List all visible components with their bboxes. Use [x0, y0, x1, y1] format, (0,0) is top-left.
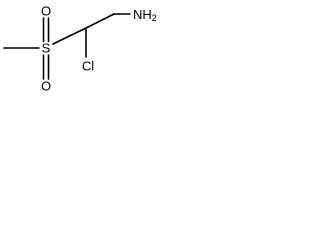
amine-atom-label: NH2 [133, 7, 157, 24]
oxygen-bottom-atom-label: O [41, 79, 51, 94]
chlorine-atom-label: Cl [82, 59, 94, 74]
chemical-structure-diagram: S O O Cl NH2 [3, 4, 157, 94]
amine-atom-symbol: NH [133, 7, 152, 22]
sulfur-to-chloro-carbon-bond [52, 27, 87, 45]
chloro-carbon-to-ch2-bond [85, 13, 115, 29]
oxygen-top-atom-label: O [41, 4, 51, 19]
sulfur-atom-label: S [42, 41, 51, 56]
amine-subscript: 2 [152, 13, 157, 23]
